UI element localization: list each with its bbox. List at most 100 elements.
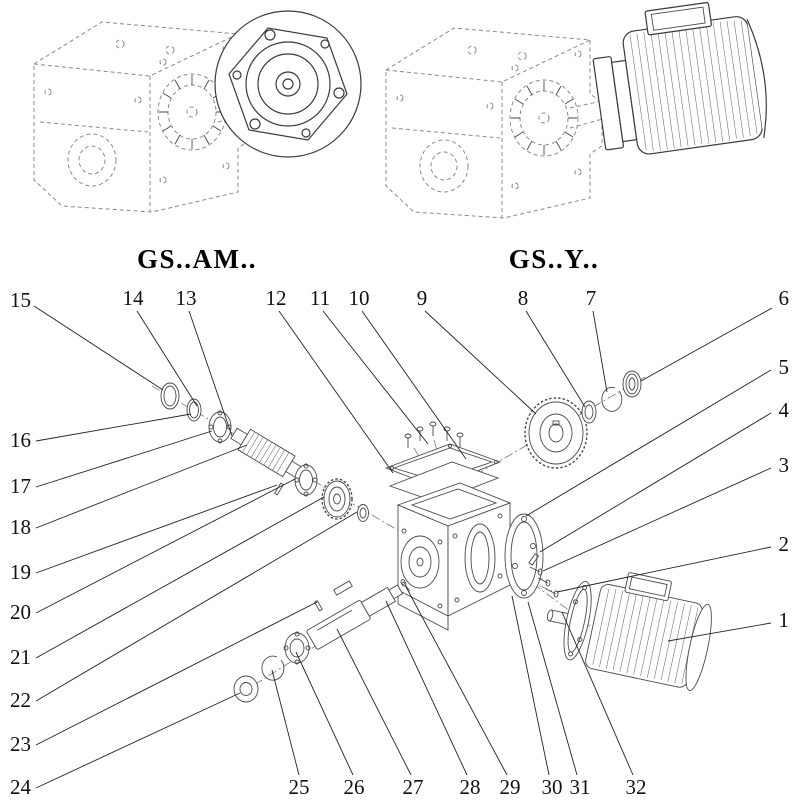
part-number-1: 1 <box>779 608 790 632</box>
motor-flange <box>563 581 592 661</box>
leader-line-5 <box>525 369 772 517</box>
motor-exploded <box>546 572 712 692</box>
part-number-4: 4 <box>779 398 790 422</box>
output-circlip <box>261 655 285 681</box>
input-gear-wheel <box>321 478 353 520</box>
gearbox-drawing-gs-y <box>385 2 767 219</box>
gs-y-terminal-box <box>644 2 712 36</box>
part-number-8: 8 <box>518 286 529 310</box>
leader-line-15 <box>33 305 164 391</box>
gs-y-motor-fins <box>629 20 758 151</box>
motor-terminal-box <box>624 572 672 602</box>
leader-line-3 <box>542 467 772 572</box>
output-bearing <box>283 631 311 665</box>
output-gear-stack <box>524 370 642 469</box>
output-pin <box>314 600 323 612</box>
part-number-31: 31 <box>570 775 591 799</box>
part-number-32: 32 <box>626 775 647 799</box>
leader-line-21 <box>35 496 325 659</box>
part-number-27: 27 <box>403 775 424 799</box>
leader-line-9 <box>424 310 537 415</box>
part-number-7: 7 <box>586 286 597 310</box>
leader-line-29 <box>404 584 508 776</box>
variant-label-gs-y: GS..Y.. <box>509 244 600 274</box>
input-bearing-rear <box>294 463 318 497</box>
part-number-18: 18 <box>10 515 31 539</box>
motor-fins <box>592 588 699 684</box>
leader-line-6 <box>640 307 773 382</box>
leader-line-25 <box>271 669 300 776</box>
gs-y-motor-endcap <box>746 18 767 139</box>
leader-line-11 <box>322 310 429 445</box>
gs-am-output-flange <box>214 10 362 158</box>
leader-line-13 <box>188 310 233 437</box>
motor-mounting-bolts <box>528 553 559 598</box>
leader-line-1 <box>667 622 772 642</box>
leader-line-30 <box>511 595 550 776</box>
part-number-12: 12 <box>266 286 287 310</box>
flange-hex-plate <box>228 27 348 141</box>
input-shaft-assembly <box>160 382 369 522</box>
part-number-10: 10 <box>349 286 370 310</box>
part-number-9: 9 <box>417 286 428 310</box>
housing-bore <box>400 535 440 589</box>
part-number-3: 3 <box>779 453 790 477</box>
leader-line-14 <box>136 310 198 407</box>
part-number-22: 22 <box>10 688 31 712</box>
gs-y-gear-hatch <box>511 81 577 155</box>
housing-output-flange <box>464 523 496 593</box>
leader-line-24 <box>35 692 241 789</box>
leader-line-18 <box>35 444 248 529</box>
part-number-21: 21 <box>10 645 31 669</box>
input-oil-seal <box>160 382 180 410</box>
gearbox-drawing-gs-am <box>33 10 362 213</box>
output-shaft <box>306 584 404 650</box>
part-number-29: 29 <box>500 775 521 799</box>
part-number-19: 19 <box>10 560 31 584</box>
leader-line-17 <box>35 430 213 488</box>
input-bearing-front <box>208 410 232 444</box>
part-number-30: 30 <box>542 775 563 799</box>
part-number-14: 14 <box>123 286 145 310</box>
exploded-view <box>151 370 712 703</box>
output-shaft-key <box>333 580 353 596</box>
part-number-16: 16 <box>10 428 31 452</box>
leader-line-27 <box>336 628 412 776</box>
leader-line-7 <box>592 310 608 393</box>
output-end-washer <box>233 675 259 703</box>
part-number-20: 20 <box>10 600 31 624</box>
part-number-17: 17 <box>10 474 31 498</box>
output-cover-disc <box>504 513 544 599</box>
leader-line-2 <box>556 546 772 593</box>
leader-line-28 <box>385 600 468 776</box>
leader-line-23 <box>35 601 318 746</box>
gs-am-housing-outline <box>33 21 255 213</box>
helical-gear <box>524 397 588 469</box>
cover-bolts <box>404 421 464 448</box>
leader-line-4 <box>539 412 772 553</box>
gear-washer <box>581 400 597 424</box>
gs-y-motor <box>592 2 767 155</box>
input-washer <box>357 504 369 522</box>
gear-oil-seal <box>622 370 642 398</box>
part-number-23: 23 <box>10 732 31 756</box>
leader-line-22 <box>35 511 358 702</box>
part-number-28: 28 <box>460 775 481 799</box>
variant-label-gs-am: GS..AM.. <box>137 244 257 274</box>
part-number-25: 25 <box>289 775 310 799</box>
output-shaft-assembly <box>233 580 404 703</box>
part-number-5: 5 <box>779 355 790 379</box>
part-number-2: 2 <box>779 532 790 556</box>
part-number-6: 6 <box>779 286 790 310</box>
input-retaining-ring <box>186 398 202 422</box>
leader-line-8 <box>525 310 586 408</box>
part-number-13: 13 <box>176 286 197 310</box>
leader-line-16 <box>35 413 192 442</box>
leader-line-20 <box>35 478 296 614</box>
leader-line-26 <box>295 651 354 776</box>
leader-line-19 <box>35 484 278 574</box>
part-number-11: 11 <box>310 286 330 310</box>
